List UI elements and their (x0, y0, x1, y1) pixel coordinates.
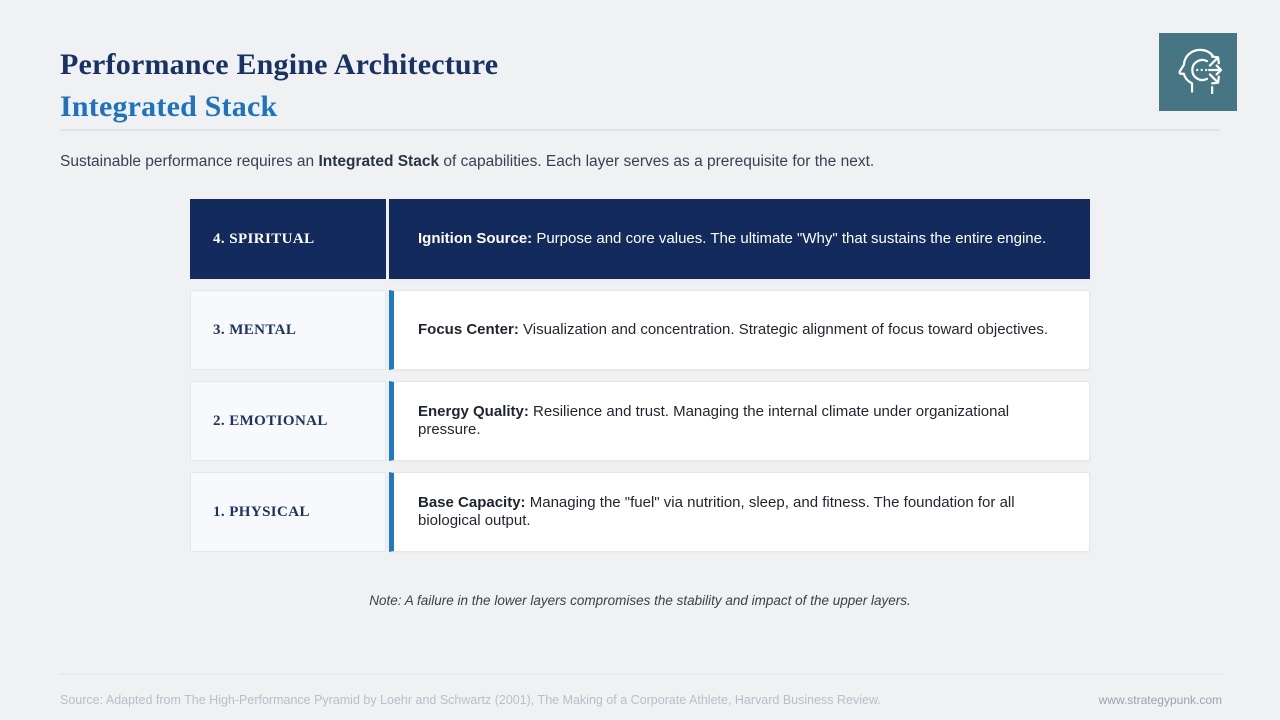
layer-emotional-description: Energy Quality: Resilience and trust. Ma… (389, 381, 1090, 461)
page-title: Performance Engine Architecture Integrat… (60, 44, 1220, 128)
intro-bold: Integrated Stack (318, 153, 440, 170)
layer-spiritual-label: 4. SPIRITUAL (190, 199, 386, 279)
integrated-stack: 4. SPIRITUAL Ignition Source: Purpose an… (190, 199, 1090, 552)
layer-spiritual-text: Purpose and core values. The ultimate "W… (532, 230, 1047, 247)
layer-spiritual: 4. SPIRITUAL Ignition Source: Purpose an… (190, 199, 1090, 279)
layer-physical-text: Managing the "fuel" via nutrition, sleep… (418, 494, 1015, 529)
website-url: www.strategypunk.com (1098, 693, 1222, 707)
strategypunk-logo (1159, 33, 1237, 111)
intro-post: of capabilities. Each layer serves as a … (439, 153, 875, 170)
layer-emotional-text: Resilience and trust. Managing the inter… (418, 403, 1010, 438)
title-line-2: Integrated Stack (60, 90, 278, 123)
header: Performance Engine Architecture Integrat… (60, 44, 1220, 131)
layer-emotional-label: 2. EMOTIONAL (190, 381, 386, 461)
layer-mental-label: 3. MENTAL (190, 290, 386, 370)
title-divider (60, 129, 1220, 131)
layer-mental-lead: Focus Center: (418, 321, 519, 338)
layer-physical: 1. PHYSICAL Base Capacity: Managing the … (190, 472, 1090, 552)
intro-pre: Sustainable performance requires an (60, 153, 319, 170)
layer-physical-label: 1. PHYSICAL (190, 472, 386, 552)
footer: Source: Adapted from The High-Performanc… (60, 673, 1222, 707)
layer-spiritual-lead: Ignition Source: (418, 230, 533, 247)
layer-emotional: 2. EMOTIONAL Energy Quality: Resilience … (190, 381, 1090, 461)
source-attribution: Source: Adapted from The High-Performanc… (60, 693, 881, 707)
intro-text: Sustainable performance requires an Inte… (60, 153, 1220, 171)
layer-mental-description: Focus Center: Visualization and concentr… (389, 290, 1090, 370)
layer-emotional-lead: Energy Quality: (418, 403, 529, 420)
layer-spiritual-description: Ignition Source: Purpose and core values… (389, 199, 1090, 279)
layer-physical-description: Base Capacity: Managing the "fuel" via n… (389, 472, 1090, 552)
head-with-arrows-icon (1169, 41, 1227, 104)
layer-mental-text: Visualization and concentration. Strateg… (518, 321, 1049, 338)
layer-mental: 3. MENTAL Focus Center: Visualization an… (190, 290, 1090, 370)
layer-physical-lead: Base Capacity: (418, 494, 526, 511)
note-text: Note: A failure in the lower layers comp… (369, 593, 911, 608)
title-line-1: Performance Engine Architecture (60, 48, 499, 81)
